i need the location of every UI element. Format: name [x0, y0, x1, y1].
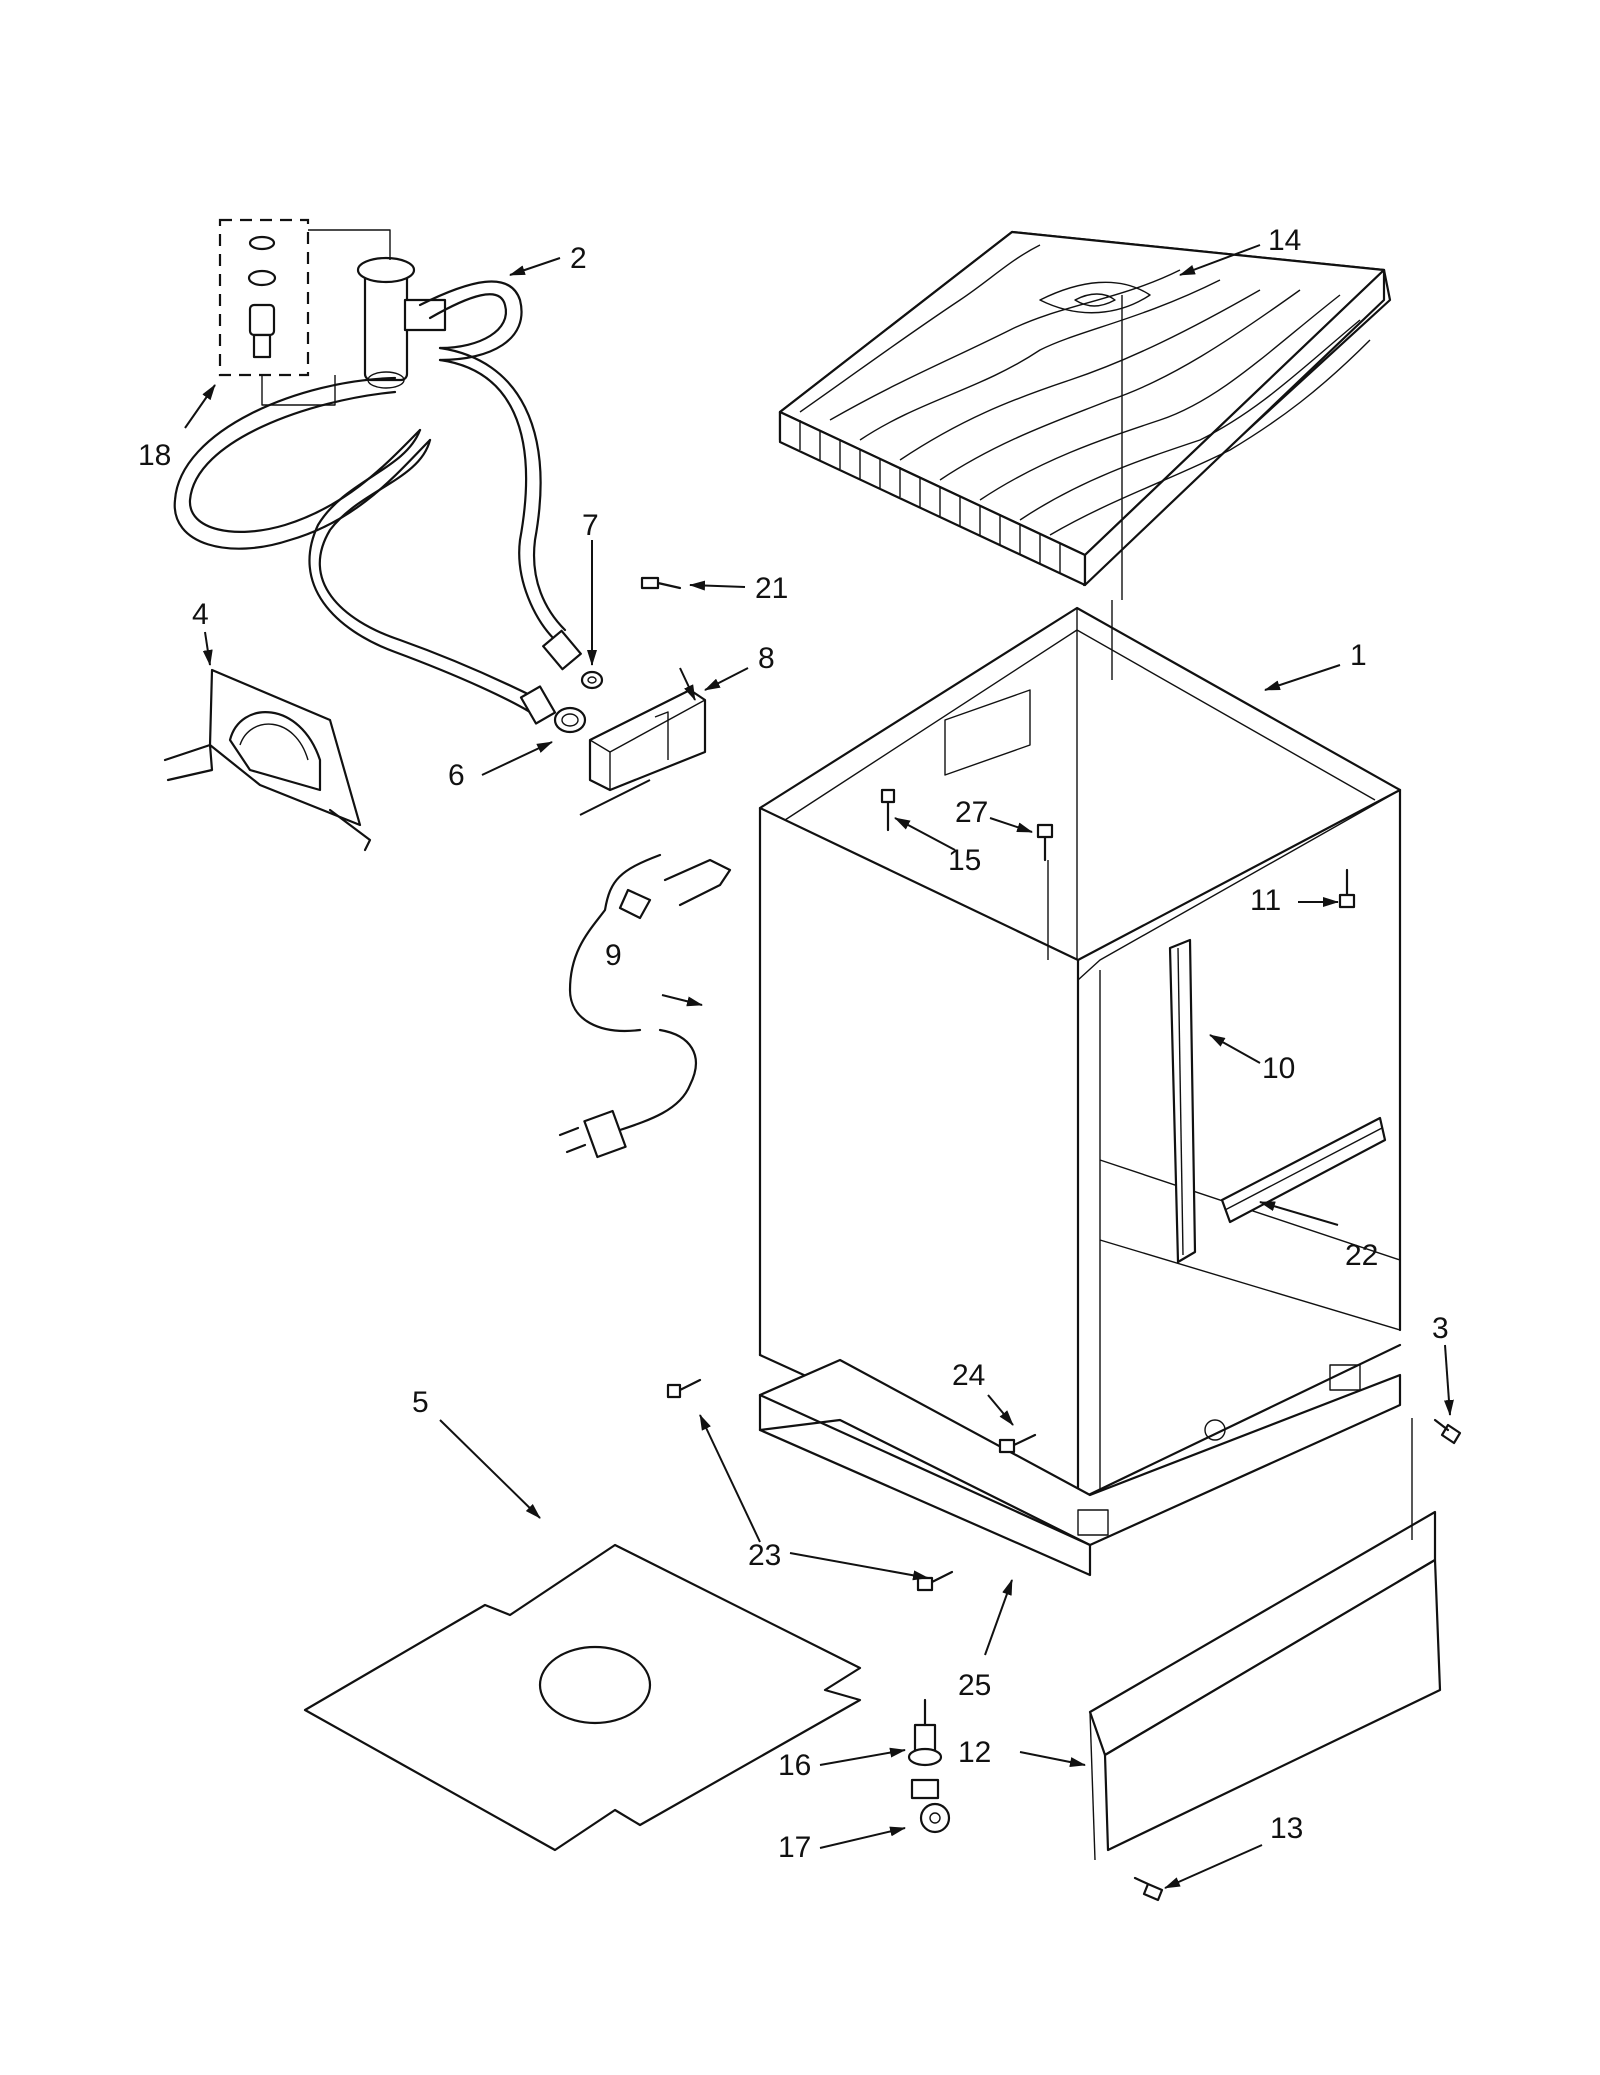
clamp-6 [553, 706, 587, 734]
screw-23a [666, 1378, 702, 1399]
screw-11 [1338, 868, 1356, 909]
valve-bracket [588, 688, 707, 792]
callout-1: 1 [1350, 639, 1367, 672]
screw-23b [916, 1570, 954, 1592]
callout-11: 11 [1250, 884, 1281, 917]
repair-kit-group [218, 218, 391, 406]
callout-14: 14 [1268, 224, 1301, 257]
caster-17 [910, 1778, 951, 1834]
callout-16: 16 [778, 1749, 811, 1782]
screw-3 [1433, 1418, 1462, 1445]
callout-17: 17 [778, 1831, 811, 1864]
callout-10: 10 [1262, 1052, 1295, 1085]
callout-22: 22 [1345, 1239, 1378, 1272]
hose-bracket [163, 668, 372, 852]
wood-top-panel [778, 230, 1392, 587]
callout-15: 15 [948, 844, 981, 877]
callout-5: 5 [412, 1386, 429, 1419]
screw-24 [998, 1433, 1037, 1454]
cabinet-frame [758, 600, 1402, 1502]
washer-7 [580, 670, 604, 690]
callout-23: 23 [748, 1539, 781, 1572]
callout-13: 13 [1270, 1812, 1303, 1845]
toe-kick-panel [1088, 1510, 1442, 1861]
callout-4: 4 [192, 598, 209, 631]
callout-2: 2 [570, 242, 587, 275]
power-cord [558, 853, 732, 1159]
vertical-rail [1168, 938, 1197, 1264]
callout-8: 8 [758, 642, 775, 675]
screw-13 [1133, 1876, 1164, 1902]
water-valve-assembly [173, 256, 582, 725]
callout-9: 9 [605, 939, 622, 972]
floor-mat [303, 1543, 862, 1852]
callout-21: 21 [755, 572, 788, 605]
screw-21 [640, 576, 682, 590]
base-tray [758, 1358, 1402, 1577]
callout-3: 3 [1432, 1312, 1449, 1345]
leveling-leg-16 [907, 1698, 943, 1767]
callout-7: 7 [582, 509, 599, 542]
screw-27 [1036, 823, 1054, 862]
screw-15 [880, 788, 896, 832]
callout-27: 27 [955, 796, 988, 829]
callout-12: 12 [958, 1736, 991, 1769]
callout-leaders [184, 244, 1454, 1889]
callout-6: 6 [448, 759, 465, 792]
callout-24: 24 [952, 1359, 985, 1392]
callout-25: 25 [958, 1669, 991, 1702]
callout-18: 18 [138, 439, 171, 472]
horizontal-rail [1220, 1116, 1387, 1224]
